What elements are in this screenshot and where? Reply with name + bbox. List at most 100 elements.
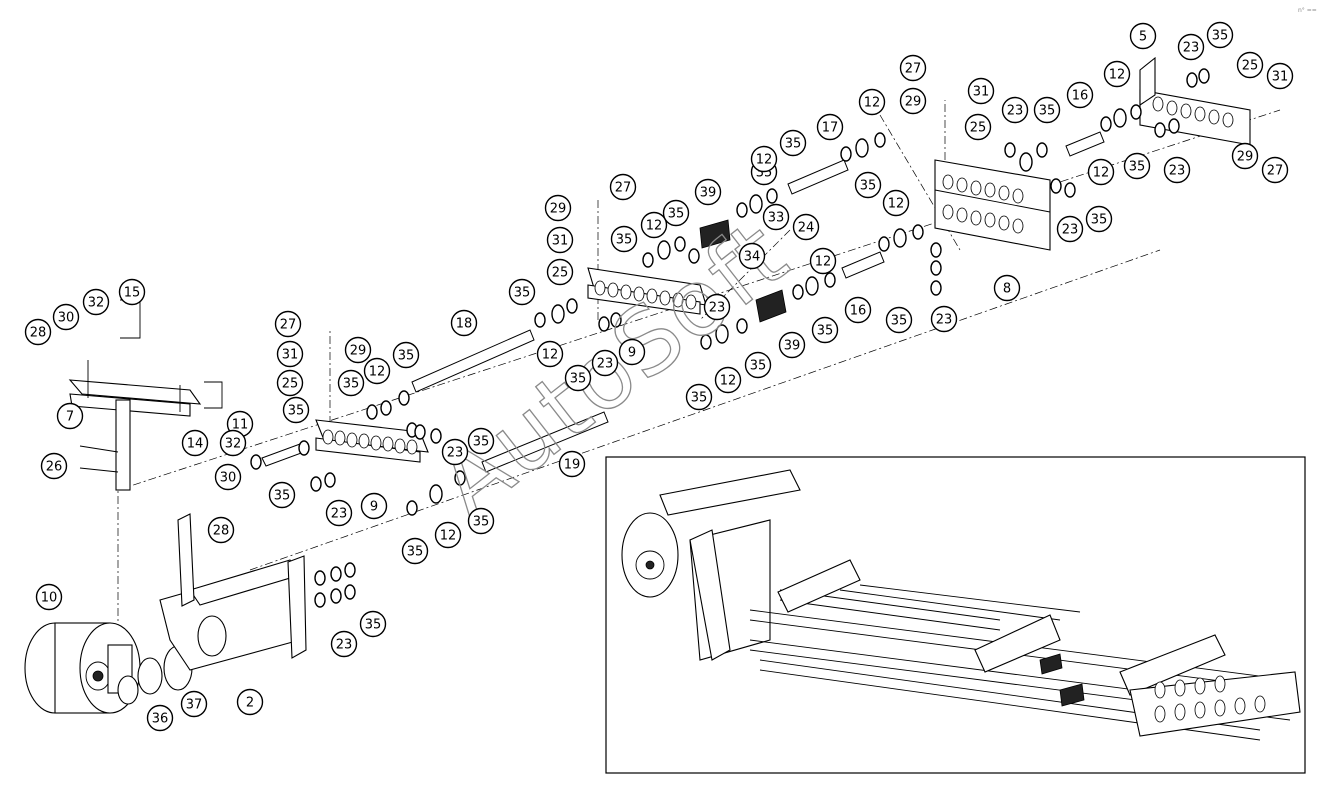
callout-bubble bbox=[546, 226, 574, 254]
callout-bubble bbox=[180, 690, 208, 718]
callout-bubble bbox=[1177, 33, 1205, 61]
callout-35: 35 bbox=[467, 427, 495, 455]
callout-bubble bbox=[967, 77, 995, 105]
callout-28: 28 bbox=[207, 516, 235, 544]
callout-31: 31 bbox=[1266, 62, 1294, 90]
callout-number: 7 bbox=[66, 410, 74, 425]
callout-number: 35 bbox=[616, 233, 633, 248]
callout-number: 12 bbox=[440, 529, 457, 544]
callout-number: 27 bbox=[615, 181, 632, 196]
callout-bubble bbox=[685, 383, 713, 411]
callout-10: 10 bbox=[35, 583, 63, 611]
callout-35: 35 bbox=[610, 225, 638, 253]
callout-29: 29 bbox=[1231, 142, 1259, 170]
callout-19: 19 bbox=[558, 450, 586, 478]
callout-number: 35 bbox=[288, 404, 305, 419]
callout-number: 35 bbox=[785, 137, 802, 152]
callout-35: 35 bbox=[282, 396, 310, 424]
callout-number: 39 bbox=[784, 339, 801, 354]
callout-bubble bbox=[118, 278, 146, 306]
callout-number: 34 bbox=[744, 250, 761, 265]
callout-27: 27 bbox=[609, 173, 637, 201]
callout-35: 35 bbox=[685, 383, 713, 411]
callout-12: 12 bbox=[858, 88, 886, 116]
callout-number: 12 bbox=[720, 374, 737, 389]
callout-12: 12 bbox=[809, 247, 837, 275]
callout-number: 28 bbox=[213, 524, 230, 539]
callout-35: 35 bbox=[508, 278, 536, 306]
callout-12: 12 bbox=[1087, 158, 1115, 186]
callout-35: 35 bbox=[564, 364, 592, 392]
callout-12: 12 bbox=[882, 189, 910, 217]
callout-number: 25 bbox=[552, 266, 569, 281]
callout-bubble bbox=[858, 88, 886, 116]
support-frame-7 bbox=[68, 299, 223, 491]
callout-number: 26 bbox=[46, 460, 63, 475]
callout-number: 16 bbox=[850, 304, 867, 319]
callout-number: 35 bbox=[691, 391, 708, 406]
callout-bubble bbox=[1206, 21, 1234, 49]
callout-5: 5 bbox=[1129, 22, 1157, 50]
callout-number: 35 bbox=[274, 489, 291, 504]
callout-bubble bbox=[610, 225, 638, 253]
callout-number: 35 bbox=[1039, 104, 1056, 119]
callout-25: 25 bbox=[546, 258, 574, 286]
callout-9: 9 bbox=[360, 492, 388, 520]
callout-35: 35 bbox=[1206, 21, 1234, 49]
callout-bubble bbox=[811, 316, 839, 344]
callout-bubble bbox=[40, 452, 68, 480]
callout-bubble bbox=[993, 274, 1021, 302]
callout-35: 35 bbox=[885, 306, 913, 334]
callout-number: 30 bbox=[58, 311, 75, 326]
callout-number: 29 bbox=[905, 95, 922, 110]
callout-30: 30 bbox=[52, 303, 80, 331]
callout-bubble bbox=[1266, 62, 1294, 90]
callout-number: 5 bbox=[1139, 30, 1147, 45]
callout-12: 12 bbox=[1103, 60, 1131, 88]
callout-number: 30 bbox=[220, 471, 237, 486]
callout-12: 12 bbox=[750, 145, 778, 173]
callout-number: 16 bbox=[1072, 89, 1089, 104]
callout-number: 9 bbox=[370, 500, 378, 515]
callout-bubble bbox=[854, 171, 882, 199]
callout-34: 34 bbox=[738, 242, 766, 270]
callout-number: 23 bbox=[1169, 164, 1186, 179]
callout-bubble bbox=[508, 278, 536, 306]
callout-bubble bbox=[359, 610, 387, 638]
callout-31: 31 bbox=[967, 77, 995, 105]
callout-bubble bbox=[450, 309, 478, 337]
callout-bubble bbox=[207, 516, 235, 544]
callout-bubble bbox=[214, 463, 242, 491]
callout-bubble bbox=[1123, 152, 1151, 180]
callout-bubble bbox=[467, 427, 495, 455]
callout-12: 12 bbox=[363, 357, 391, 385]
callout-bubble bbox=[401, 537, 429, 565]
callout-24: 24 bbox=[792, 213, 820, 241]
callout-bubble bbox=[779, 129, 807, 157]
callout-bubble bbox=[750, 145, 778, 173]
manifold-9-lower bbox=[315, 419, 429, 463]
callout-bubble bbox=[276, 340, 304, 368]
callout-number: 35 bbox=[570, 372, 587, 387]
callout-number: 8 bbox=[1003, 282, 1011, 297]
callout-bubble bbox=[536, 340, 564, 368]
assembled-view-inset bbox=[605, 456, 1306, 774]
callout-35: 35 bbox=[467, 507, 495, 535]
callout-35: 35 bbox=[811, 316, 839, 344]
callout-bubble bbox=[52, 303, 80, 331]
callout-number: 31 bbox=[1272, 70, 1289, 85]
callout-23: 23 bbox=[325, 499, 353, 527]
fan-burner-unit bbox=[24, 622, 141, 714]
callout-number: 35 bbox=[1129, 160, 1146, 175]
callout-number: 35 bbox=[343, 377, 360, 392]
tubes bbox=[261, 131, 1105, 473]
callout-number: 23 bbox=[331, 507, 348, 522]
callout-number: 28 bbox=[30, 326, 47, 341]
callout-number: 35 bbox=[817, 324, 834, 339]
callout-number: 12 bbox=[1093, 166, 1110, 181]
callout-bubble bbox=[844, 296, 872, 324]
callout-layer: 5233525312927233512121635232731292512351… bbox=[24, 21, 1294, 732]
callout-bubble bbox=[56, 402, 84, 430]
callout-bubble bbox=[591, 349, 619, 377]
